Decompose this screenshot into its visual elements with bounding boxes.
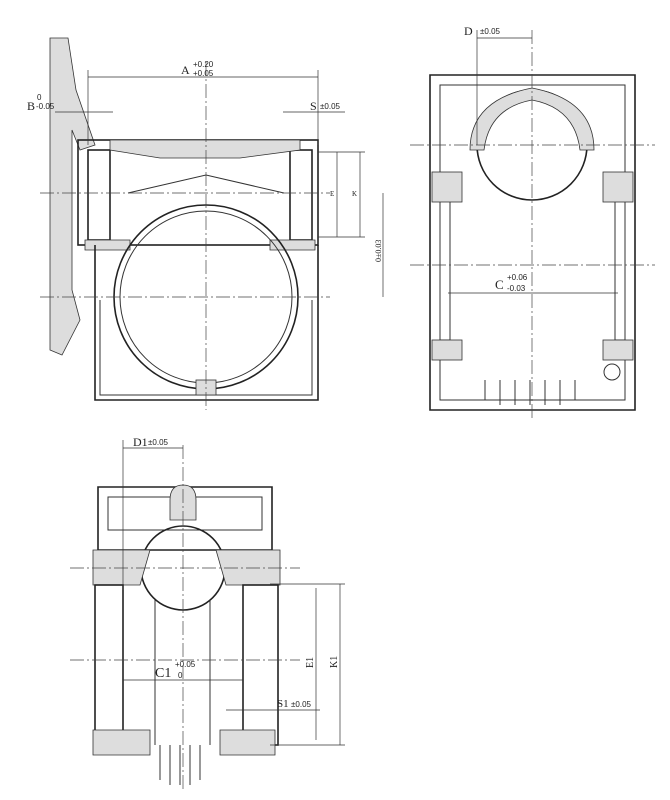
- dim-D-tol: ±0.05: [480, 27, 501, 36]
- dim-O: 0±0.03: [374, 240, 383, 262]
- front-section-view: D ±0.05 C +0.06 -0.03: [410, 24, 655, 420]
- flange: [49, 37, 96, 356]
- dim-C: C: [495, 277, 504, 292]
- dim-A: A: [181, 63, 190, 77]
- dim-E: E: [330, 190, 334, 198]
- dim-D1: D1: [133, 435, 148, 449]
- dim-S-tol: ±0.05: [320, 102, 341, 111]
- dim-K: K: [352, 190, 357, 198]
- dim-C-upper: +0.06: [507, 273, 528, 282]
- dim-K1: K1: [329, 656, 340, 668]
- dim-B-lower: -0.05: [36, 102, 55, 111]
- dim-A-lower: +0.05: [193, 69, 214, 78]
- dim-C1-lower: 0: [178, 671, 183, 680]
- dim-E1: E1: [305, 657, 316, 668]
- dim-S1: S1: [277, 698, 289, 710]
- dim-C1-upper: +0.05: [175, 660, 196, 669]
- dim-C-lower: -0.03: [507, 284, 526, 293]
- bottom-section-view: D1 ±0.05 C1 +0.05 0 E1 K1 S1 ±0.05: [70, 435, 345, 790]
- dim-C1: C1: [155, 666, 171, 681]
- dim-B: B: [27, 99, 35, 113]
- dim-D: D: [464, 24, 473, 38]
- dim-S1-tol: ±0.05: [291, 700, 312, 709]
- dim-D1-tol: ±0.05: [148, 438, 169, 447]
- dim-B-upper: 0: [37, 93, 42, 102]
- side-section-view: A +0.20 +0.05 B 0 -0.05 S ±0.05 E K 0±0.…: [27, 37, 384, 410]
- dim-A-upper: +0.20: [193, 60, 214, 69]
- dim-S: S: [310, 99, 317, 113]
